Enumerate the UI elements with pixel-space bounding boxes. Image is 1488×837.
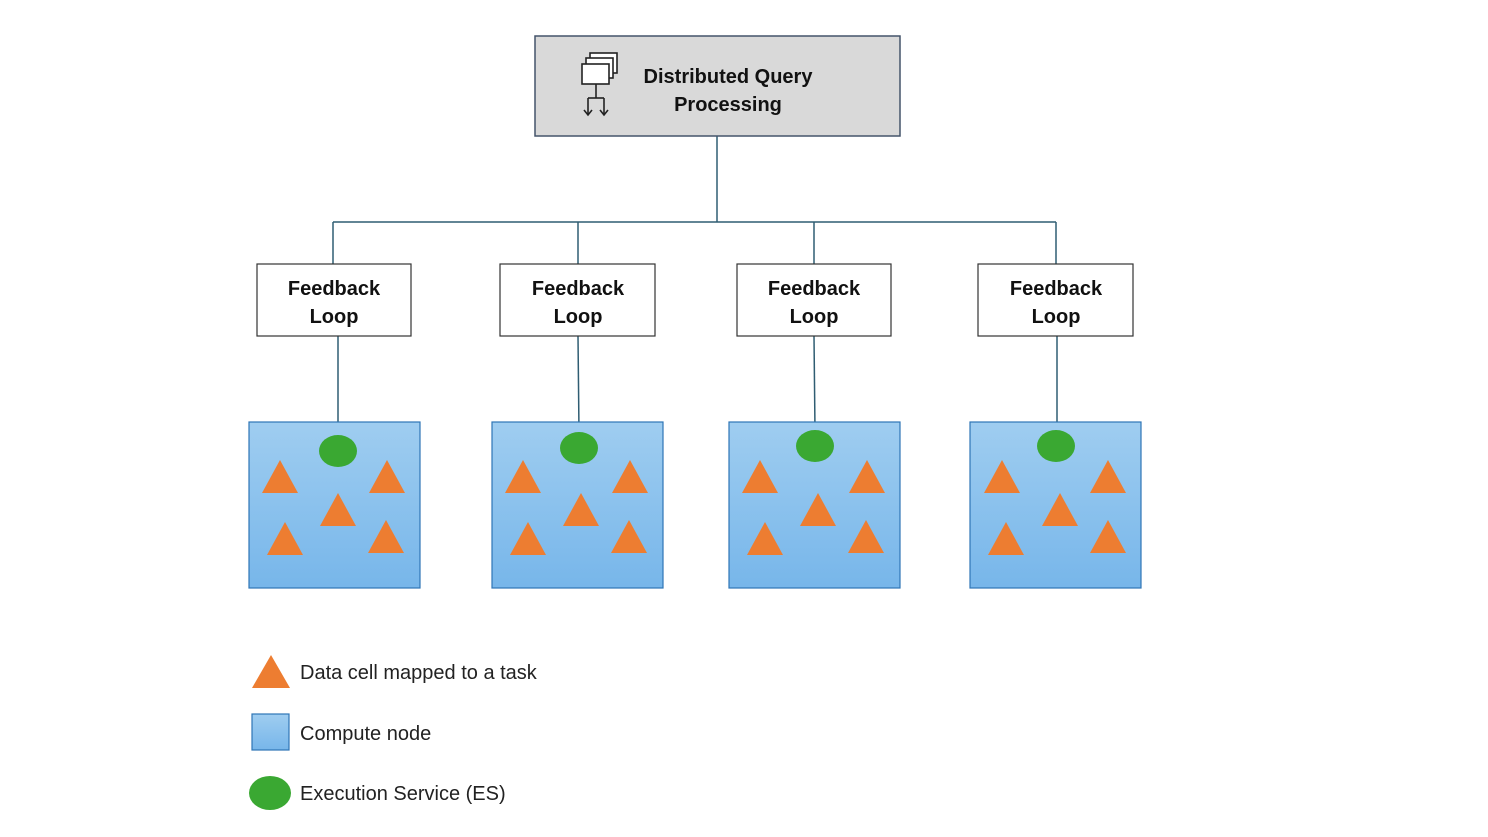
tree-connectors	[332, 136, 1058, 437]
compute-node	[728, 421, 901, 589]
legend-item-data-cell: Data cell mapped to a task	[252, 655, 538, 688]
loop-link-3	[813, 335, 816, 432]
top-box-title-line2: Processing	[674, 94, 782, 116]
query-plan-icon	[581, 52, 618, 117]
compute-node	[491, 421, 664, 589]
distributed-query-processing-box: Distributed Query Processing	[534, 35, 901, 137]
data-cell-triangle-icon	[849, 460, 885, 493]
data-cell-triangle-icon	[984, 460, 1020, 493]
feedback-loop-label-line1: Feedback	[532, 278, 625, 300]
legend-label-compute-node: Compute node	[300, 723, 431, 745]
data-cell-triangle-icon	[800, 493, 836, 526]
data-cell-triangle-icon	[988, 522, 1024, 555]
feedback-loop-box: Feedback Loop	[256, 263, 412, 337]
legend-label-data-cell: Data cell mapped to a task	[300, 662, 538, 684]
feedback-loop-label-line1: Feedback	[768, 278, 861, 300]
data-cell-triangle-icon	[510, 522, 546, 555]
data-cell-triangle-icon	[563, 493, 599, 526]
loop-link-2	[577, 335, 580, 434]
data-cell-triangle-icon	[267, 522, 303, 555]
data-cell-triangle-icon	[320, 493, 356, 526]
execution-service-icon	[796, 430, 834, 462]
feedback-loop-label-line1: Feedback	[1010, 278, 1103, 300]
feedback-loop-label-line1: Feedback	[288, 278, 381, 300]
compute-node-icon	[251, 713, 290, 751]
legend-item-compute-node: Compute node	[251, 713, 431, 751]
compute-node	[969, 421, 1142, 589]
execution-service-icon	[1037, 430, 1075, 462]
feedback-loop-box: Feedback Loop	[736, 263, 892, 337]
data-cell-triangle-icon	[369, 460, 405, 493]
data-cell-triangle-icon	[262, 460, 298, 493]
data-cell-triangle-icon	[848, 520, 884, 553]
top-box-title-line1: Distributed Query	[644, 66, 814, 88]
execution-service-icon	[319, 435, 357, 467]
compute-node	[248, 421, 421, 589]
execution-service-icon	[560, 432, 598, 464]
legend-label-execution-service: Execution Service (ES)	[300, 783, 506, 805]
legend-item-execution-service: Execution Service (ES)	[249, 776, 506, 810]
data-cell-triangle-icon	[612, 460, 648, 493]
feedback-loop-box: Feedback Loop	[499, 263, 656, 337]
legend: Data cell mapped to a task Compute node …	[249, 655, 538, 810]
data-cell-triangle-icon	[368, 520, 404, 553]
data-cell-triangle-icon	[742, 460, 778, 493]
data-cell-triangle-icon	[505, 460, 541, 493]
execution-service-icon	[249, 776, 291, 810]
feedback-loop-label-line2: Loop	[310, 306, 359, 328]
feedback-loop-label-line2: Loop	[1032, 306, 1081, 328]
feedback-loop-box: Feedback Loop	[977, 263, 1134, 337]
feedback-loop-label-line2: Loop	[554, 306, 603, 328]
feedback-loop-label-line2: Loop	[790, 306, 839, 328]
data-cell-triangle-icon	[1042, 493, 1078, 526]
data-cell-triangle-icon	[747, 522, 783, 555]
data-cell-triangle-icon	[611, 520, 647, 553]
data-cell-triangle-icon	[252, 655, 290, 688]
data-cell-triangle-icon	[1090, 460, 1126, 493]
data-cell-triangle-icon	[1090, 520, 1126, 553]
